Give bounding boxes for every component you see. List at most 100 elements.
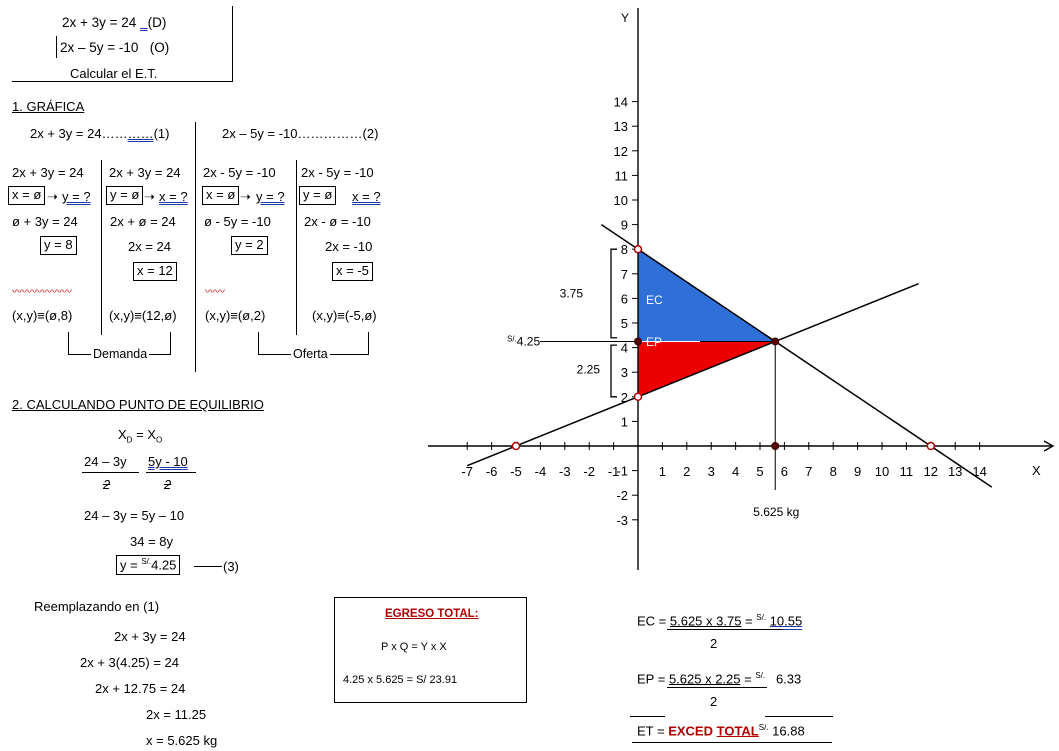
section2-equality: XD = XO (118, 427, 163, 445)
x-tick-label: 4 (732, 464, 739, 479)
y-tick-label: 14 (614, 95, 628, 110)
col2-step: 2x + ø = 24 (110, 214, 176, 229)
price-label: S/.4.25 (507, 334, 540, 348)
quantity-label: 5.625 kg (753, 505, 799, 519)
y-tick-label: 5 (621, 316, 628, 331)
y-tick-label: 13 (614, 119, 628, 134)
egreso-box: EGRESO TOTAL: P x Q = Y x X 4.25 x 5.625… (334, 597, 527, 703)
equilibrium-point (771, 337, 780, 346)
header-task: Calcular el E.T. (70, 66, 158, 81)
y-tick-label: 4 (621, 341, 628, 356)
replace-line-4: 2x = 11.25 (146, 707, 207, 722)
x-axis-arrow (1043, 440, 1055, 452)
x-axis-label: X (1032, 463, 1041, 478)
demand-line (600, 223, 993, 488)
col4-eq: 2x - 5y = -10 (301, 165, 374, 180)
supply-line (466, 282, 919, 467)
x-tick-label: 6 (781, 464, 788, 479)
intercept-point (633, 392, 643, 402)
y-tick-label: 12 (614, 144, 628, 159)
replace-line-1: 2x + 3y = 24 (114, 629, 186, 644)
col4-result: x = -5 (332, 262, 373, 281)
col1-result: y = 8 (40, 236, 77, 255)
ep-height-label: 2.25 (577, 363, 601, 377)
col2-arrow: ➝ (144, 189, 155, 204)
section2-den-left: 2 (103, 477, 111, 492)
x-tick-label: 2 (683, 464, 690, 479)
col4-step2: 2x = -10 (325, 239, 373, 254)
x-tick-label: -1 (608, 464, 620, 479)
col1-squiggle: 〰〰〰〰〰〰 (12, 287, 72, 298)
ec-bracket (610, 248, 617, 339)
col3-result: y = 2 (231, 236, 268, 255)
x-tick-label: -4 (535, 464, 547, 479)
col3-step: ø - 5y = -10 (204, 214, 271, 229)
col1-given: x = ø (8, 186, 46, 205)
col1-point: (x,y)≡(ø,8) (12, 308, 73, 323)
x-tick-label: 1 (659, 464, 666, 479)
col1-find: y = ? (62, 189, 91, 204)
x-tick-label: -5 (510, 464, 522, 479)
section1-title: 1. GRÁFICA (12, 99, 85, 114)
header-eq-o: 2x – 5y = -10 (O) (60, 40, 170, 55)
x-tick-label: -3 (559, 464, 571, 479)
x-tick-label: 8 (830, 464, 837, 479)
replace-line-5: x = 5.625 kg (146, 733, 218, 748)
section2-title: 2. CALCULANDO PUNTO DE EQUILIBRIO (12, 397, 264, 412)
col2-step2: 2x = 24 (128, 239, 172, 254)
y-tick-label: 7 (621, 267, 628, 282)
col3-arrow: ➝ (240, 189, 251, 204)
ec-label: EC (646, 293, 663, 307)
demanda-label: Demanda (91, 347, 150, 361)
x-tick-label: -7 (461, 464, 473, 479)
x-tick-label: 5 (756, 464, 763, 479)
y-tick-label: 8 (621, 242, 628, 257)
oferta-label: Oferta (291, 347, 330, 361)
intercept-point (926, 441, 936, 451)
x-tick-label: 3 (708, 464, 715, 479)
section2-line3: 24 – 3y = 5y – 10 (84, 508, 185, 523)
section2-line4: 34 = 8y (130, 534, 174, 549)
x-tick-label: 14 (972, 464, 986, 479)
y-tick-label: -2 (616, 488, 628, 503)
replace-line-2: 2x + 3(4.25) = 24 (80, 655, 180, 670)
x-tick-label: -6 (486, 464, 498, 479)
egreso-calc: 4.25 x 5.625 = S/ 23.91 (343, 674, 458, 686)
col3-squiggle: 〰〰 (205, 287, 225, 298)
x-tick-label: 10 (875, 464, 889, 479)
section2-fraction-left: 24 – 3y (84, 454, 127, 469)
col3-eq: 2x - 5y = -10 (203, 165, 276, 180)
y-tick-label: 9 (621, 218, 628, 233)
section2-den-right: 2 (164, 477, 172, 492)
col4-find: x = ? (352, 189, 381, 204)
x-tick-label: 12 (924, 464, 938, 479)
ep-label: EP (646, 335, 662, 349)
section1-eq2: 2x – 5y = -10……………(2) (222, 126, 379, 141)
col2-point: (x,y)≡(12,ø) (109, 308, 177, 323)
y-tick-label: 1 (621, 414, 628, 429)
col3-find: y = ? (256, 189, 285, 204)
replace-line-3: 2x + 12.75 = 24 (95, 681, 186, 696)
ep-bracket (610, 344, 617, 398)
col1-step: ø + 3y = 24 (12, 214, 78, 229)
y-tick-label: 11 (615, 168, 629, 183)
x-tick-label: -2 (583, 464, 595, 479)
section2-result-box: y = S/.4.25 (116, 555, 181, 576)
equilibrium-point (634, 337, 642, 346)
y-tick-label: -1 (616, 464, 628, 479)
x-tick-label: 9 (854, 464, 861, 479)
col3-given: x = ø (202, 186, 240, 205)
header-eq-d: 2x + 3y = 24 (D) (62, 15, 167, 30)
egreso-formula: P x Q = Y x X (381, 641, 447, 653)
replace-title: Reemplazando en (1) (34, 599, 160, 614)
col3-point: (x,y)≡(ø,2) (205, 308, 266, 323)
x-tick-label: 7 (805, 464, 812, 479)
y-tick-label: 3 (621, 365, 628, 380)
egreso-title: EGRESO TOTAL: (385, 608, 479, 620)
intercept-point (511, 441, 521, 451)
section2-fraction-right: 5y - 10 (148, 454, 188, 469)
ec-height-label: 3.75 (560, 286, 584, 300)
y-tick-label: 10 (614, 193, 628, 208)
x-tick-label: 11 (900, 464, 914, 479)
col2-find: x = ? (159, 189, 188, 204)
